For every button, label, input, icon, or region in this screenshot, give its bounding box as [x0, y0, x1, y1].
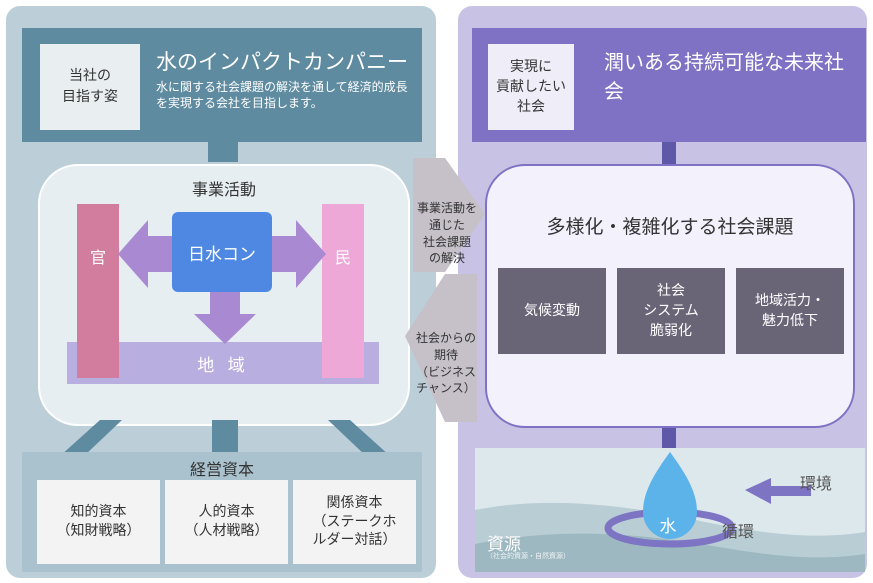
public-sector-bar: 官: [77, 204, 119, 378]
issue-social-system-fragility: 社会 システム 脆弱化: [617, 268, 725, 354]
resource-sub-label: （社会的資源・自然資源）: [486, 552, 570, 560]
target-society-label: 実現に 貢献したい 社会: [488, 44, 574, 130]
water-drop-label: 水: [659, 517, 677, 537]
target-society-title: 潤いある持続可能な未来社会: [604, 50, 844, 103]
human-capital-box: 人的資本 （人材戦略）: [165, 480, 288, 564]
arrow-right-icon: [270, 220, 326, 288]
issue-regional-vitality-decline: 地域活力・ 魅力低下: [736, 268, 844, 354]
private-sector-bar: 民: [322, 204, 364, 378]
company-vision-label: 当社の 目指す姿: [40, 44, 140, 130]
cycle-label: 循環: [722, 522, 755, 541]
solution-through-business-label: 事業活動を 通じた 社会課題 の解決: [416, 201, 477, 266]
management-capital-title: 経営資本: [189, 460, 254, 479]
company-vision-description: 水に関する社会課題の解決を通して経済的成長を実現する会社を目指します。: [156, 80, 408, 110]
exchange-arrows: [405, 158, 485, 422]
water-cycle-illustration: [475, 452, 865, 572]
arrow-left-icon: [118, 220, 174, 288]
intellectual-capital-box: 知的資本 （知財戦略）: [37, 480, 160, 564]
company-vision-title: 水のインパクトカンパニー: [156, 50, 408, 74]
social-expectation-label: 社会からの 期待 （ビジネス チャンス）: [415, 331, 476, 396]
connector-bar: [662, 428, 676, 448]
resource-label: 資源: [487, 535, 521, 555]
business-activity-title: 事業活動: [191, 180, 256, 199]
connector-bar: [662, 142, 676, 164]
support-legs: [60, 420, 390, 456]
social-issues-title: 多様化・複雑化する社会課題: [546, 216, 794, 238]
arrow-down-icon: [194, 290, 256, 344]
relationship-capital-box: 関係資本 （ステークホ ルダー対話）: [293, 480, 416, 564]
issue-climate-change: 気候変動: [498, 268, 606, 354]
environment-label: 環境: [800, 474, 833, 493]
connector-bar: [208, 142, 238, 162]
nihon-suido-consultants-box: 日水コン: [172, 212, 272, 292]
